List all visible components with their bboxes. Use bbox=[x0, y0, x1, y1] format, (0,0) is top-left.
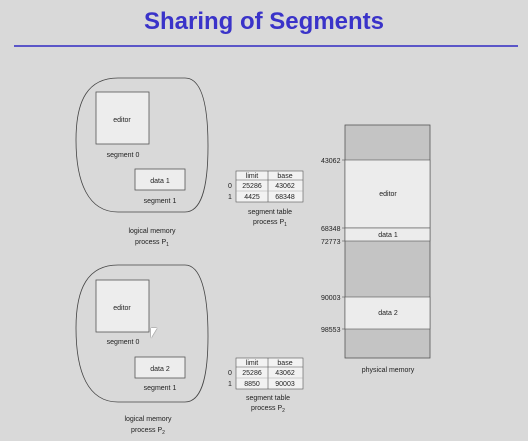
process1-caption-line2: process P1 bbox=[135, 239, 169, 248]
process2-data-segment bbox=[134, 356, 186, 379]
process1-row0-limit: 25286 bbox=[242, 183, 262, 190]
process2-row1-base: 90003 bbox=[275, 381, 295, 388]
process2-caption-line1: logical memory bbox=[124, 416, 172, 423]
physical-memory-caption: physical memory bbox=[362, 367, 415, 374]
process2-row0-base: 43062 bbox=[275, 370, 295, 377]
address-43062: 43062 bbox=[321, 158, 341, 165]
address-68348: 68348 bbox=[321, 226, 341, 233]
physical-data1-label: data 1 bbox=[378, 232, 398, 239]
process1-row0-base: 43062 bbox=[275, 183, 295, 190]
process2-editor-segment bbox=[95, 279, 150, 333]
process1-row1-base: 68348 bbox=[275, 194, 295, 201]
process2-row0-index: 0 bbox=[228, 370, 232, 377]
process2-boundary bbox=[75, 264, 209, 403]
process2-logical-memory: editor segment 0 data 2 segment 1 logica… bbox=[75, 264, 209, 436]
process1-segment-table: limit base 0 25286 43062 1 4425 68348 se… bbox=[228, 170, 304, 228]
process1-table-caption-line2: process P1 bbox=[253, 219, 287, 228]
physical-editor-label: editor bbox=[379, 191, 397, 198]
process2-row1-limit: 8850 bbox=[244, 381, 260, 388]
process1-caption-line1: logical memory bbox=[128, 228, 176, 235]
process1-logical-memory: editor segment 0 data 1 segment 1 logica… bbox=[75, 77, 209, 248]
slide-title: Sharing of Segments bbox=[143, 8, 385, 35]
process1-table-caption-line1: segment table bbox=[248, 209, 292, 216]
address-90003: 90003 bbox=[321, 295, 341, 302]
process2-row1-index: 1 bbox=[228, 381, 232, 388]
title-underline bbox=[14, 45, 518, 47]
process1-segment1-label: segment 1 bbox=[144, 198, 177, 205]
address-72773: 72773 bbox=[321, 239, 341, 246]
mouse-pointer-icon bbox=[151, 328, 157, 338]
process1-table-header-base: base bbox=[277, 173, 292, 180]
process2-segment0-label: segment 0 bbox=[107, 339, 140, 346]
process2-editor-label: editor bbox=[113, 305, 131, 312]
process2-table-header-base: base bbox=[277, 360, 292, 367]
process2-segment-table: limit base 0 25286 43062 1 8850 90003 se… bbox=[228, 357, 304, 414]
physical-data2-label: data 2 bbox=[378, 310, 398, 317]
process1-row1-limit: 4425 bbox=[244, 194, 260, 201]
process2-segment1-label: segment 1 bbox=[144, 385, 177, 392]
process1-data-label: data 1 bbox=[150, 178, 170, 185]
process2-table-header-limit: limit bbox=[246, 360, 258, 367]
process2-row0-limit: 25286 bbox=[242, 370, 262, 377]
physical-data2-block bbox=[344, 296, 431, 330]
process1-boundary bbox=[75, 77, 209, 213]
physical-data1-block bbox=[344, 227, 431, 242]
process1-editor-label: editor bbox=[113, 117, 131, 124]
process2-table-caption-line1: segment table bbox=[246, 395, 290, 402]
process1-editor-segment bbox=[95, 91, 150, 145]
physical-editor-block bbox=[344, 159, 431, 229]
address-98553: 98553 bbox=[321, 327, 341, 334]
process1-table-header-limit: limit bbox=[246, 173, 258, 180]
process1-row1-index: 1 bbox=[228, 194, 232, 201]
process2-caption-line2: process P2 bbox=[131, 427, 165, 436]
process1-data-segment bbox=[134, 168, 186, 191]
process2-table-caption-line2: process P2 bbox=[251, 405, 285, 414]
process1-segment0-label: segment 0 bbox=[107, 152, 140, 159]
physical-memory: editor data 1 data 2 43062 68348 72773 9… bbox=[321, 124, 431, 374]
process2-data-label: data 2 bbox=[150, 366, 170, 373]
process1-row0-index: 0 bbox=[228, 183, 232, 190]
